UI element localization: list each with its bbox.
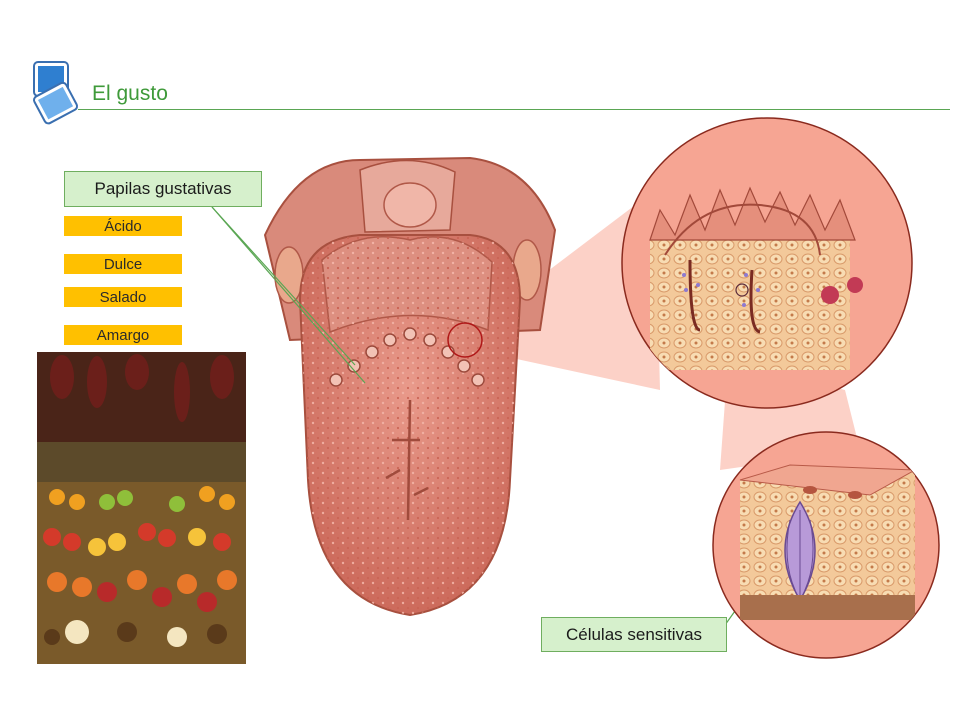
market-photo (37, 352, 246, 664)
taste-label-sour: Ácido (64, 216, 182, 236)
taste-label-bitter: Amargo (64, 325, 182, 345)
callout-sensory-cells: Células sensitivas (541, 617, 727, 652)
taste-label-sweet: Dulce (64, 254, 182, 274)
callout-taste-buds: Papilas gustativas (64, 171, 262, 207)
slide-icon (33, 61, 79, 125)
title-divider (78, 109, 950, 110)
taste-label-salty: Salado (64, 287, 182, 307)
page-title: El gusto (92, 82, 168, 105)
zoom-marker (447, 322, 483, 358)
